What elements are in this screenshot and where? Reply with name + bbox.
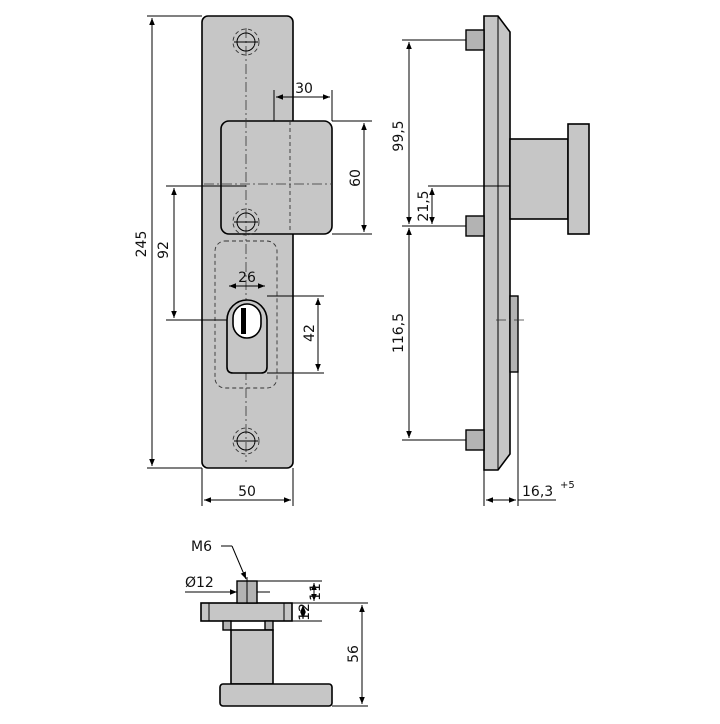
dim-bottom-depth: 56 — [346, 645, 362, 663]
screw-hole-middle — [232, 208, 260, 236]
dim-side-thickness-tolerance: +5 — [560, 480, 575, 491]
cylinder-recess — [214, 240, 278, 389]
dim-front-handle-offset: 30 — [295, 81, 313, 97]
handle-square — [220, 120, 333, 235]
label-thread: M6 — [191, 539, 212, 555]
dim-side-thickness: 16,3 — [522, 484, 553, 500]
screw-hole-bottom — [232, 427, 260, 455]
bottom-handle-base — [219, 683, 333, 707]
dim-side-upper-spacing: 99,5 — [391, 120, 407, 151]
side-view: 99,5 21,5 116,5 16,3 +5 — [391, 15, 590, 506]
bottom-view: M6 Ø12 12 11 56 — [185, 539, 368, 707]
side-plate — [483, 15, 511, 471]
front-view: 245 92 30 60 26 42 50 — [134, 15, 372, 506]
bottom-handle-neck — [230, 629, 274, 685]
dim-side-handle-offset: 21,5 — [416, 190, 432, 221]
side-cylinder-tab — [509, 295, 519, 373]
bottom-plate — [200, 602, 293, 622]
dim-front-width: 50 — [238, 484, 256, 500]
side-handle-flange — [567, 123, 590, 235]
side-handle-neck — [509, 138, 569, 220]
dim-front-spacing: 92 — [156, 241, 172, 259]
label-diameter: Ø12 — [185, 575, 214, 591]
side-stud-top — [465, 29, 485, 51]
dim-bottom-height-a: 12 — [297, 603, 313, 621]
dim-bottom-height-b: 11 — [308, 583, 324, 601]
front-plate — [201, 15, 294, 469]
cylinder-key-slot — [232, 303, 262, 339]
dim-front-square-height: 60 — [348, 169, 364, 187]
dim-front-height: 245 — [134, 231, 150, 258]
dim-front-cylinder-width: 26 — [238, 270, 256, 286]
side-stud-middle — [465, 215, 485, 237]
side-stud-bottom — [465, 429, 485, 451]
screw-hole-top — [232, 28, 260, 56]
dim-side-lower-spacing: 116,5 — [391, 313, 407, 353]
dim-front-cylinder-height: 42 — [302, 324, 318, 342]
